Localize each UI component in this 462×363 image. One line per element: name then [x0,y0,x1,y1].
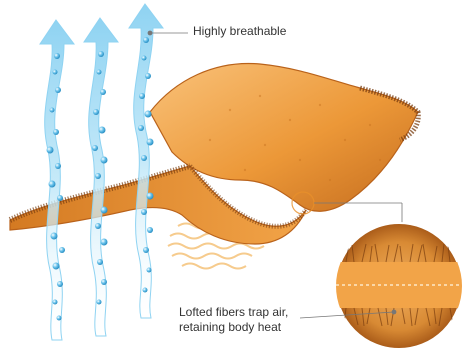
airflow-arrow-icon [40,20,74,340]
airflow-arrow-icon [84,18,118,336]
magnifier-circle-icon [292,192,462,349]
callout-lofted-fibers: Lofted fibers trap air, retaining body h… [179,305,288,335]
callout-highly-breathable: Highly breathable [193,24,286,39]
callout-lofted-line-2: retaining body heat [179,320,288,335]
airflow-arrow-icon [129,4,163,318]
callout-lofted-line-1: Lofted fibers trap air, [179,305,288,320]
fabric-layer [10,63,418,244]
